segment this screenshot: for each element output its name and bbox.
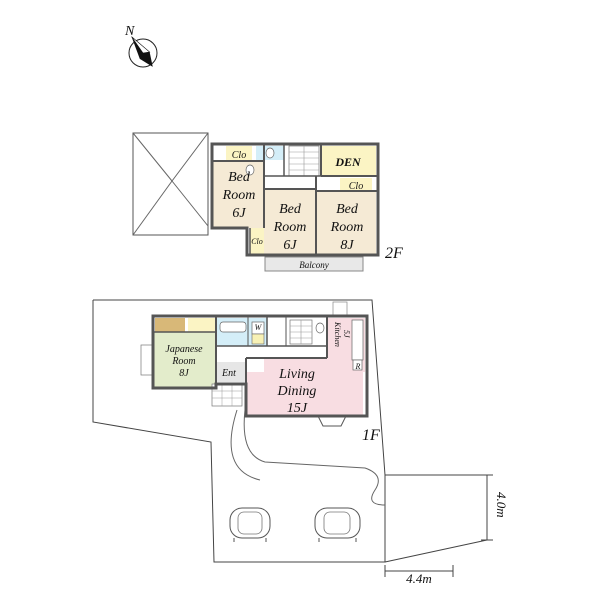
depth-dimension: 4.0m: [494, 492, 509, 518]
kitchen-label: Kitchen: [333, 321, 342, 347]
site-boundary: [93, 299, 386, 476]
first-floor: Japanese Room 8J Ent W Kitchen 5J R Livi…: [140, 301, 380, 444]
living-dining-label: Dining: [277, 384, 317, 399]
den: [321, 146, 376, 176]
second-floor-label: 2F: [385, 245, 403, 262]
bedroom-1-label: Room: [222, 188, 256, 203]
bedroom-1-size: 6J: [232, 206, 246, 221]
bathtub-icon: [219, 321, 247, 333]
japanese-room-label: Japanese: [165, 344, 203, 355]
compass-label: N: [124, 24, 135, 39]
outdoor-unit-icon: [332, 301, 348, 317]
bedroom-3: [316, 191, 376, 255]
bedroom-2-label: Bed: [279, 202, 302, 217]
bedroom-3-label: Bed: [336, 202, 359, 217]
washroom-label: W: [255, 323, 263, 332]
fridge-icon: [352, 359, 363, 371]
site-plan: 4.0m 4.4m: [92, 299, 509, 586]
bedroom-2-size: 6J: [283, 238, 297, 253]
stairs-1f: [289, 319, 313, 345]
toilet-icon: [265, 147, 275, 159]
counter-icon: [351, 319, 364, 361]
living-dining: [264, 358, 363, 416]
roof-plan: [132, 132, 209, 236]
path-curve: [230, 409, 261, 481]
sink-icon: [245, 164, 255, 176]
japanese-room-label: Room: [171, 356, 195, 367]
entrance: [216, 362, 246, 382]
cabinet-icon: [251, 333, 265, 345]
bedroom-3-label: Room: [330, 220, 364, 235]
closet-b-label: Clo: [349, 181, 363, 192]
balcony: [264, 256, 364, 272]
japanese-room-size: 8J: [179, 368, 189, 379]
tokonoma: [155, 318, 185, 332]
driveway-edge: [243, 409, 386, 506]
first-floor-label: 1F: [362, 427, 380, 444]
living-dining-label: Living: [278, 367, 315, 382]
width-dimension: 4.4m: [406, 571, 432, 586]
closet-b: [340, 178, 372, 191]
bedroom-2: [264, 189, 316, 255]
kitchen-size: 5J: [342, 330, 351, 338]
bedroom-1: [212, 161, 264, 228]
bedroom-3-size: 8J: [340, 238, 354, 253]
car-icon: [314, 507, 361, 542]
entrance-steps: [211, 383, 243, 407]
bedroom-1-label: Bed: [228, 170, 251, 185]
japanese-room: [153, 332, 216, 388]
closet-a-label: Clo: [232, 150, 246, 161]
north-arrow-icon: [131, 36, 153, 67]
stairs-2f: [288, 145, 320, 177]
window-japanese-room: [140, 344, 154, 376]
living-dining: [246, 372, 264, 416]
toilet-icon: [315, 322, 325, 334]
fridge-label: R: [355, 362, 361, 371]
closet-1f: [188, 318, 216, 332]
closet-c: [250, 228, 264, 255]
balcony-label: Balcony: [299, 260, 329, 270]
entrance-label: Ent: [221, 368, 236, 379]
car-icon: [229, 507, 271, 542]
second-floor: Clo DEN Clo Clo Bed Room 6J Bed Room 6J …: [210, 142, 403, 272]
compass: N: [124, 24, 158, 68]
closet-a: [226, 146, 252, 160]
bedroom-2-label: Room: [273, 220, 307, 235]
living-dining-size: 15J: [287, 401, 308, 416]
den-label: DEN: [334, 155, 362, 169]
closet-c-label: Clo: [251, 237, 263, 246]
compass-ring: [128, 38, 158, 68]
